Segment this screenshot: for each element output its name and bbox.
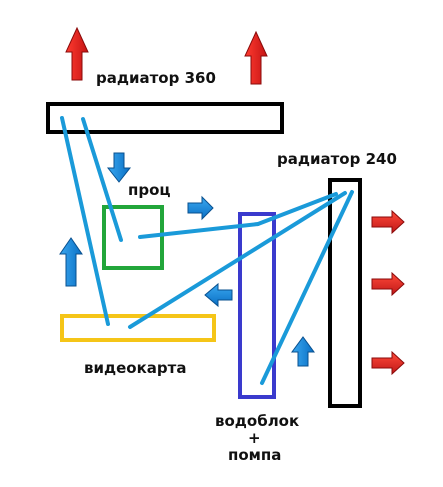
flow-arrow-right-icon <box>187 195 214 221</box>
flow-arrow-left-icon <box>204 282 233 308</box>
radiator-240-block <box>328 178 362 408</box>
tube-radiator240-to-pump <box>260 190 354 385</box>
tube-cpu-to-waterblock <box>138 222 260 239</box>
heat-arrow-right-middle-icon <box>371 271 405 297</box>
label-pump: помпа <box>228 446 281 464</box>
flow-arrow-up-icon <box>59 237 83 287</box>
flow-arrow-down-icon <box>106 152 132 183</box>
label-gpu: видеокарта <box>84 359 186 377</box>
tube-radiator360-to-gpu <box>60 116 110 326</box>
tube-gpu-to-radiator240 <box>128 191 347 329</box>
label-radiator-360: радиатор 360 <box>96 69 216 87</box>
heat-arrow-up-right-icon <box>244 30 268 85</box>
gpu-block <box>60 314 216 342</box>
heat-arrow-up-left-icon <box>65 26 89 81</box>
flow-arrow-up-pump-icon <box>291 336 315 367</box>
label-plus: + <box>248 429 261 447</box>
tube-radiator360-to-cpu <box>81 117 123 242</box>
label-cpu: проц <box>128 181 171 199</box>
tube-waterblock-to-radiator240 <box>256 192 338 226</box>
heat-arrow-right-top-icon <box>371 209 405 235</box>
heat-arrow-right-bottom-icon <box>371 350 405 376</box>
label-waterblock: водоблок <box>215 412 299 430</box>
label-radiator-240: радиатор 240 <box>277 150 397 168</box>
